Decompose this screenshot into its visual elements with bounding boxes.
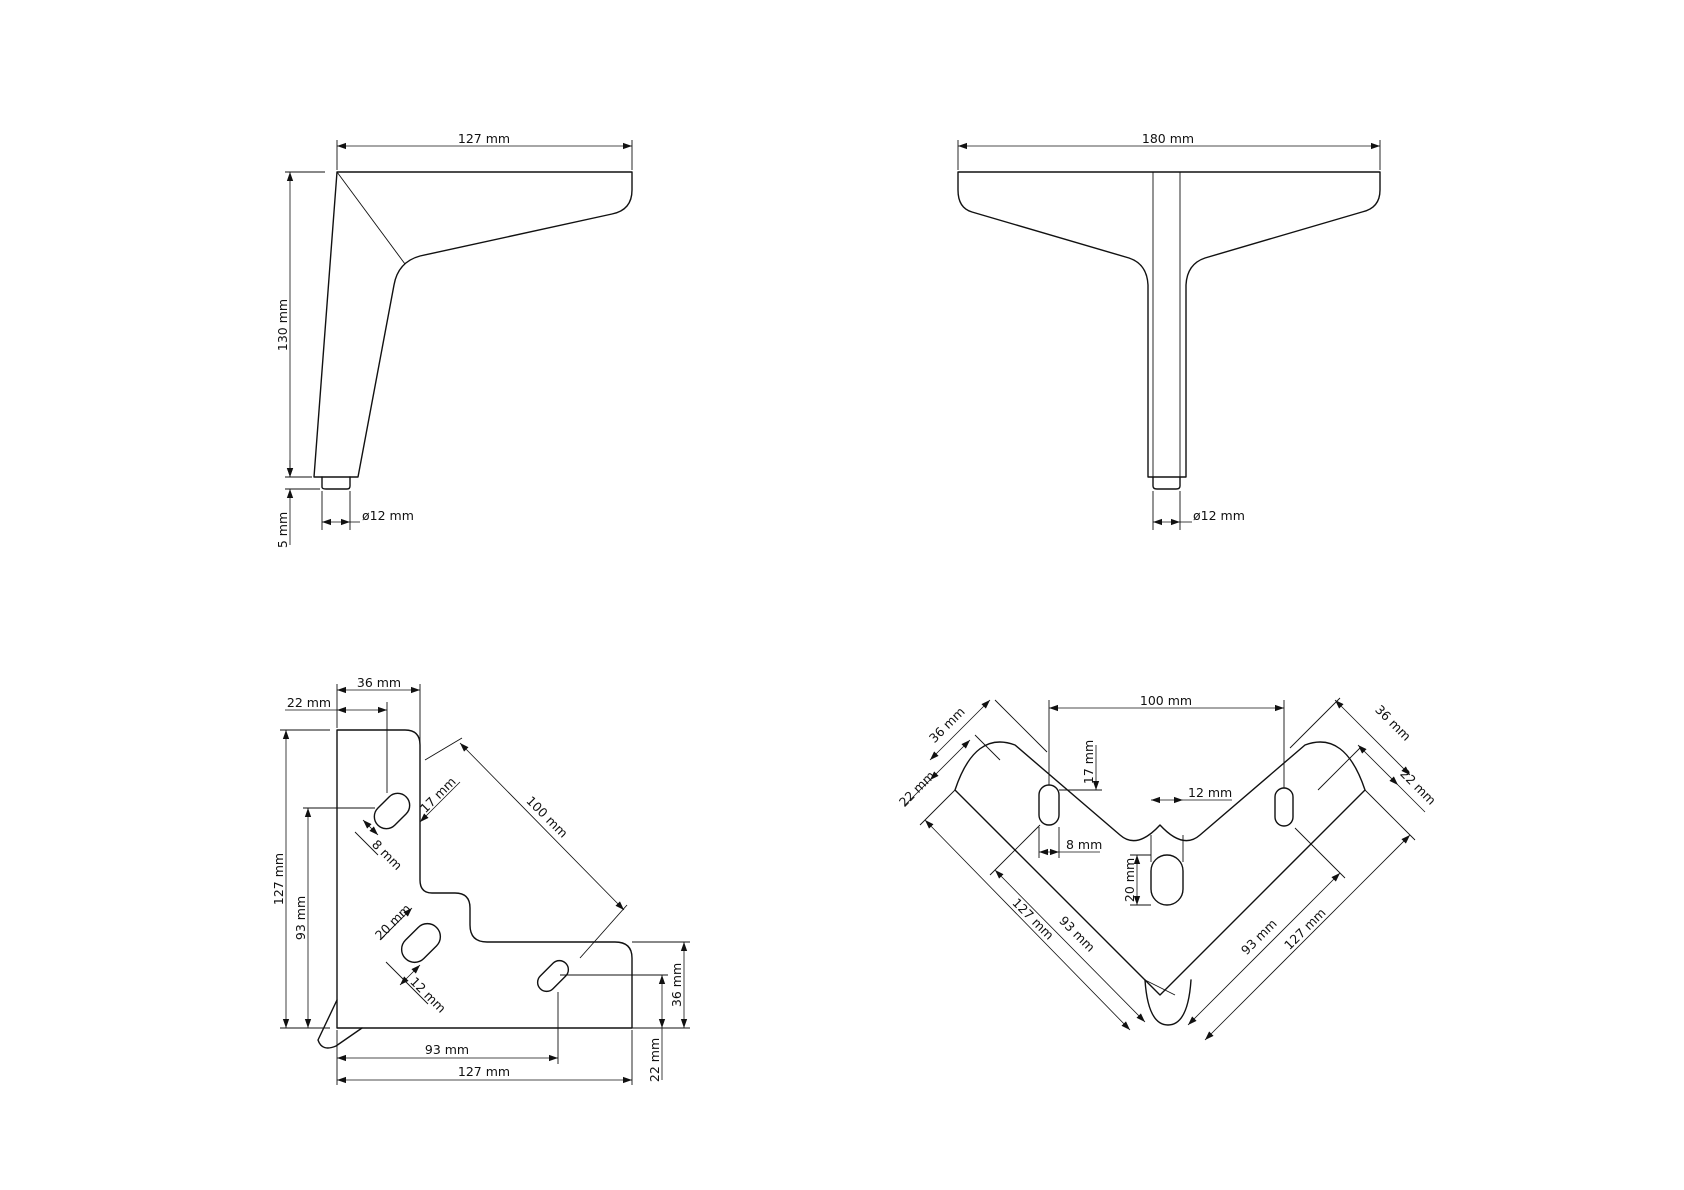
dim-top-slot-offset-36: 36 mm	[357, 675, 401, 690]
dim-rot-slot-8: 8 mm	[1066, 837, 1102, 852]
dim-side-pin-diameter: ø12 mm	[362, 508, 414, 523]
dim-rot-right-93: 93 mm	[1238, 916, 1280, 958]
dim-line-rot-right-127	[1204, 834, 1411, 1041]
dim-rot-top-100: 100 mm	[1140, 693, 1192, 708]
rotated-view-bottom-tab	[1144, 979, 1192, 1026]
front-view-outline	[957, 171, 1381, 478]
dim-side-width: 127 mm	[458, 131, 510, 146]
front-view-pin	[1152, 476, 1181, 490]
dim-front-pin-diameter: ø12 mm	[1193, 508, 1245, 523]
slot-upper	[373, 792, 411, 830]
rotated-view-plate-outline	[954, 741, 1366, 996]
dim-side-pin-height: 5 mm	[275, 512, 290, 548]
dim-rot-right-127: 127 mm	[1281, 905, 1329, 953]
side-view-fold-line	[336, 171, 406, 265]
hole-center	[400, 922, 442, 964]
rotated-view: 100 mm 17 mm 8 mm 12 mm 20 mm 36 mm 22 m…	[896, 693, 1439, 1041]
dim-front-width: 180 mm	[1142, 131, 1194, 146]
dim-top-diag-100: 100 mm	[523, 793, 571, 841]
dim-rot-left-93: 93 mm	[1056, 913, 1098, 955]
dim-top-bottom-93: 93 mm	[425, 1042, 469, 1057]
dim-rot-right-22: 22 mm	[1397, 766, 1439, 808]
rotated-slot-right	[1274, 787, 1294, 827]
dim-top-slot-8: 8 mm	[369, 837, 405, 873]
dim-top-bottom-127: 127 mm	[458, 1064, 510, 1079]
dim-line-rot-right-93	[1187, 872, 1341, 1026]
front-view: 180 mm ø12 mm	[957, 131, 1381, 530]
dim-top-hole-93: 93 mm	[293, 896, 308, 940]
top-view-corner-tab	[317, 999, 363, 1049]
dim-rot-center-20: 20 mm	[1122, 858, 1137, 902]
dim-top-right-36: 36 mm	[669, 963, 684, 1007]
dim-top-slot-offset-22: 22 mm	[287, 695, 331, 710]
dim-side-height: 130 mm	[275, 299, 290, 351]
dim-top-hole-20: 20 mm	[372, 901, 414, 943]
top-view-plate-outline	[336, 729, 633, 1029]
side-view-pin	[321, 476, 351, 490]
dim-rot-center-12: 12 mm	[1188, 785, 1232, 800]
side-view: 127 mm 130 mm 5 mm ø12 mm	[275, 131, 633, 548]
side-view-leg-outline	[313, 171, 633, 478]
dim-top-hole-12: 12 mm	[407, 974, 449, 1016]
rotated-slot-left	[1038, 784, 1060, 826]
top-view: 22 mm 36 mm 127 mm 93 mm 17 mm 8 mm 100 …	[271, 675, 690, 1085]
dim-rot-left-127: 127 mm	[1009, 895, 1057, 943]
dim-rot-slot-17: 17 mm	[1081, 740, 1096, 784]
dim-rot-left-22: 22 mm	[896, 768, 938, 810]
dim-line-rot-right-22	[1357, 744, 1399, 786]
dim-top-right-22: 22 mm	[647, 1038, 662, 1082]
dim-top-slot-17: 17 mm	[417, 774, 459, 816]
rotated-hole-center	[1150, 854, 1184, 906]
dim-line-rot-left-22	[929, 739, 971, 781]
dim-top-side-127: 127 mm	[271, 853, 286, 905]
dim-line-rot-left-93	[994, 869, 1146, 1023]
dim-line-top-diag-100	[459, 742, 625, 911]
slot-right	[536, 959, 570, 993]
dim-rot-left-36: 36 mm	[926, 704, 968, 746]
dim-rot-right-36: 36 mm	[1372, 702, 1414, 744]
